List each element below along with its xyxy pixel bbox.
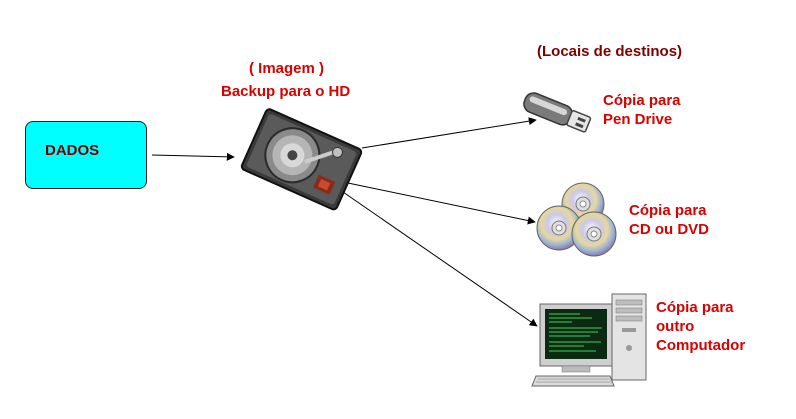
source-data-box: DADOS	[25, 121, 147, 189]
destination-pendrive-label: Cópia para Pen Drive	[603, 91, 681, 129]
arrow-hd-to-computer	[342, 191, 538, 327]
backup-title-line1: ( Imagem )	[249, 60, 325, 77]
destination-computer-line1: Cópia para	[656, 299, 734, 316]
destination-computer-line3: Computador	[656, 337, 746, 354]
destination-computer-line2: outro	[656, 318, 695, 335]
source-data-label: DADOS	[45, 142, 100, 159]
arrow-hd-to-cd	[347, 182, 536, 225]
destination-cd-line2: CD ou DVD	[629, 221, 709, 238]
destination-cd-line1: Cópia para	[629, 202, 707, 219]
cd-dvd-icon	[536, 182, 617, 257]
destinations-header: (Locais de destinos)	[537, 43, 683, 60]
destination-cd-label: Cópia para CD ou DVD	[629, 201, 709, 239]
arrow-hd-to-pendrive	[361, 117, 537, 149]
arrow-dados-to-hd	[151, 152, 235, 161]
destination-pendrive-line2: Pen Drive	[603, 111, 673, 128]
backup-title-line2: Backup para o HD	[221, 83, 351, 100]
disc-right	[571, 211, 617, 257]
destination-pendrive-line1: Cópia para	[603, 92, 681, 109]
usb-drive-icon	[523, 92, 592, 133]
destination-computer-label: Cópia para outro Computador	[656, 298, 745, 355]
hard-drive-icon	[240, 108, 363, 211]
desktop-computer-icon	[531, 293, 647, 387]
